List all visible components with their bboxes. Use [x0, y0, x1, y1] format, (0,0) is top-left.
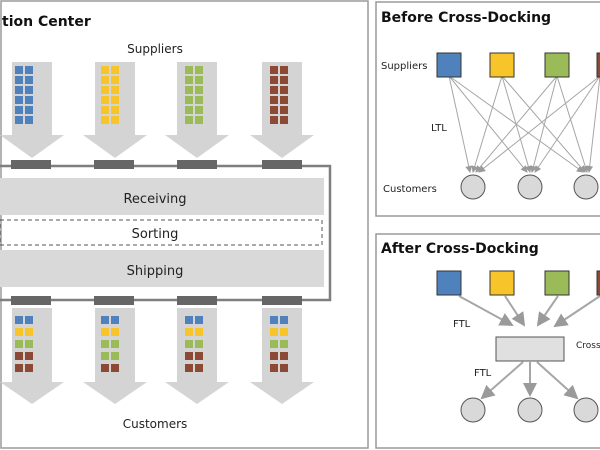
- after-supplier-green: [544, 270, 570, 296]
- before-supplier-green: [544, 52, 570, 78]
- after-customer-node: [460, 397, 486, 423]
- before-cross-docking-panel: [375, 1, 600, 217]
- sorting-band: [0, 219, 323, 246]
- distribution-center-title: tion Center: [2, 14, 91, 30]
- before-customer-node: [573, 174, 599, 200]
- cross-dock-hub: [495, 336, 565, 362]
- after-supplier-blue: [436, 270, 462, 296]
- supplier-column-4: [250, 62, 314, 158]
- sorting-label: Sorting: [132, 227, 179, 242]
- after-customer-node: [517, 397, 543, 423]
- before-supplier-yellow: [489, 52, 515, 78]
- supplier-column-2: [83, 62, 147, 158]
- before-supplier-blue: [436, 52, 462, 78]
- supplier-crate-yellow: [101, 66, 119, 124]
- supplier-crate-green: [185, 66, 203, 124]
- before-customers-label: Customers: [383, 184, 437, 195]
- before-suppliers-label: Suppliers: [381, 61, 427, 72]
- outbound-ftl-label: FTL: [474, 368, 492, 379]
- before-cross-docking-title: Before Cross-Docking: [381, 10, 551, 26]
- cross-dock-label: Cross: [576, 341, 600, 351]
- after-cross-docking-panel: [375, 233, 600, 449]
- customer-column-4: [250, 308, 314, 404]
- after-outbound-ftl-routes: [480, 361, 579, 400]
- before-customer-node: [517, 174, 543, 200]
- before-ltl-routes: [448, 75, 600, 173]
- customer-column-1: [0, 308, 64, 404]
- after-cross-docking-title: After Cross-Docking: [381, 241, 539, 257]
- after-customer-node: [573, 397, 599, 423]
- supplier-crate-blue: [15, 66, 33, 124]
- inbound-dock-doors: [11, 160, 302, 169]
- customer-column-2: [83, 308, 147, 404]
- supplier-column-3: [165, 62, 229, 158]
- after-inbound-ftl-routes: [458, 295, 600, 328]
- supplier-column-1: [0, 62, 64, 158]
- suppliers-label: Suppliers: [127, 42, 183, 56]
- outbound-dock-doors: [11, 296, 302, 305]
- receiving-band: [0, 178, 324, 215]
- customers-label: Customers: [123, 417, 188, 431]
- shipping-label: Shipping: [127, 264, 184, 279]
- before-customer-node: [460, 174, 486, 200]
- inbound-ftl-label: FTL: [453, 319, 471, 330]
- receiving-label: Receiving: [123, 192, 186, 207]
- facility-outline: [0, 164, 332, 302]
- before-supplier-brown: [596, 52, 600, 78]
- ltl-label: LTL: [431, 123, 447, 134]
- shipping-band: [0, 250, 324, 287]
- supplier-crate-brown: [270, 66, 288, 124]
- customer-column-3: [165, 308, 229, 404]
- after-supplier-brown: [596, 270, 600, 296]
- after-supplier-yellow: [489, 270, 515, 296]
